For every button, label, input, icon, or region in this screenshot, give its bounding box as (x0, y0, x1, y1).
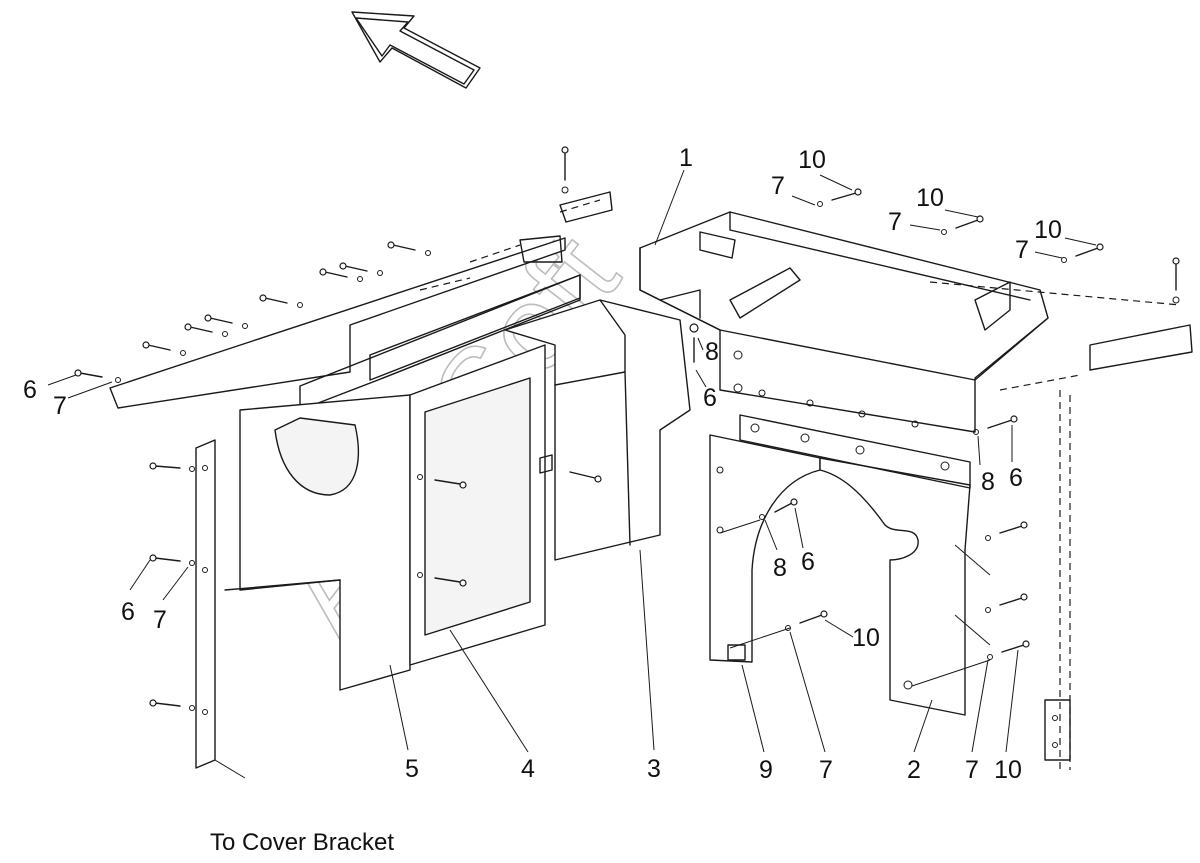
callout-7: 7 (819, 756, 833, 784)
bolt (785, 610, 828, 631)
callout-7: 7 (153, 606, 167, 634)
callout-6: 6 (121, 598, 135, 626)
caption-to-cover-bracket: To Cover Bracket (210, 829, 394, 856)
bolt (987, 640, 1030, 660)
callout-8: 8 (773, 554, 787, 582)
part-5-left-panel (224, 394, 411, 691)
bolt (204, 314, 248, 329)
right-rail (999, 324, 1193, 770)
bolt (142, 341, 186, 356)
bolt (259, 294, 303, 308)
callout-7: 7 (771, 172, 785, 200)
leader-lines (47, 169, 1097, 753)
alignment-lines (419, 199, 1181, 687)
bolt (759, 498, 798, 520)
left-strip (195, 439, 246, 779)
bolt (184, 323, 228, 337)
bolt (149, 554, 195, 566)
bolt-set (74, 146, 1180, 711)
callout-7: 7 (965, 756, 979, 784)
part-3-center-duct (504, 299, 691, 561)
bolt (941, 215, 984, 235)
bolt (569, 471, 602, 483)
bolt (817, 188, 862, 207)
callout-6: 6 (1009, 464, 1023, 492)
callout-10: 10 (852, 624, 880, 652)
part-4-center-panel (369, 274, 581, 666)
bolt (417, 572, 467, 587)
part-2-lower-panel (739, 414, 971, 716)
bolt (387, 241, 431, 256)
callout-8: 8 (705, 338, 719, 366)
bolt (149, 462, 195, 472)
bolt (1061, 243, 1104, 263)
bolt (74, 369, 121, 383)
callout-10: 10 (798, 146, 826, 174)
callout-4: 4 (521, 755, 535, 783)
callout-8: 8 (981, 468, 995, 496)
direction-arrow-icon (351, 11, 481, 89)
callout-6: 6 (801, 548, 815, 576)
bolt (561, 146, 569, 194)
callout-7: 7 (53, 392, 67, 420)
callout-6: 6 (703, 384, 717, 412)
bolt (319, 268, 363, 282)
callout-10: 10 (916, 184, 944, 212)
callout-7: 7 (1015, 236, 1029, 264)
bolt (417, 474, 467, 489)
bolt (689, 323, 699, 363)
bolt (985, 593, 1028, 613)
callout-2: 2 (907, 756, 921, 784)
callout-7: 7 (888, 208, 902, 236)
bolt (1172, 257, 1180, 304)
callout-6: 6 (23, 376, 37, 404)
callouts: 1 10 7 10 7 10 7 8 6 6 7 8 6 8 6 6 7 10 … (23, 144, 1062, 784)
bolt (985, 521, 1028, 541)
callout-3: 3 (647, 755, 661, 783)
callout-10: 10 (1034, 216, 1062, 244)
callout-9: 9 (759, 756, 773, 784)
bolt (149, 699, 195, 711)
bolt (339, 262, 383, 276)
callout-10: 10 (994, 756, 1022, 784)
callout-1: 1 (679, 144, 693, 172)
callout-5: 5 (405, 755, 419, 783)
bolt (973, 415, 1018, 435)
part-1-top-frame (639, 211, 1049, 433)
